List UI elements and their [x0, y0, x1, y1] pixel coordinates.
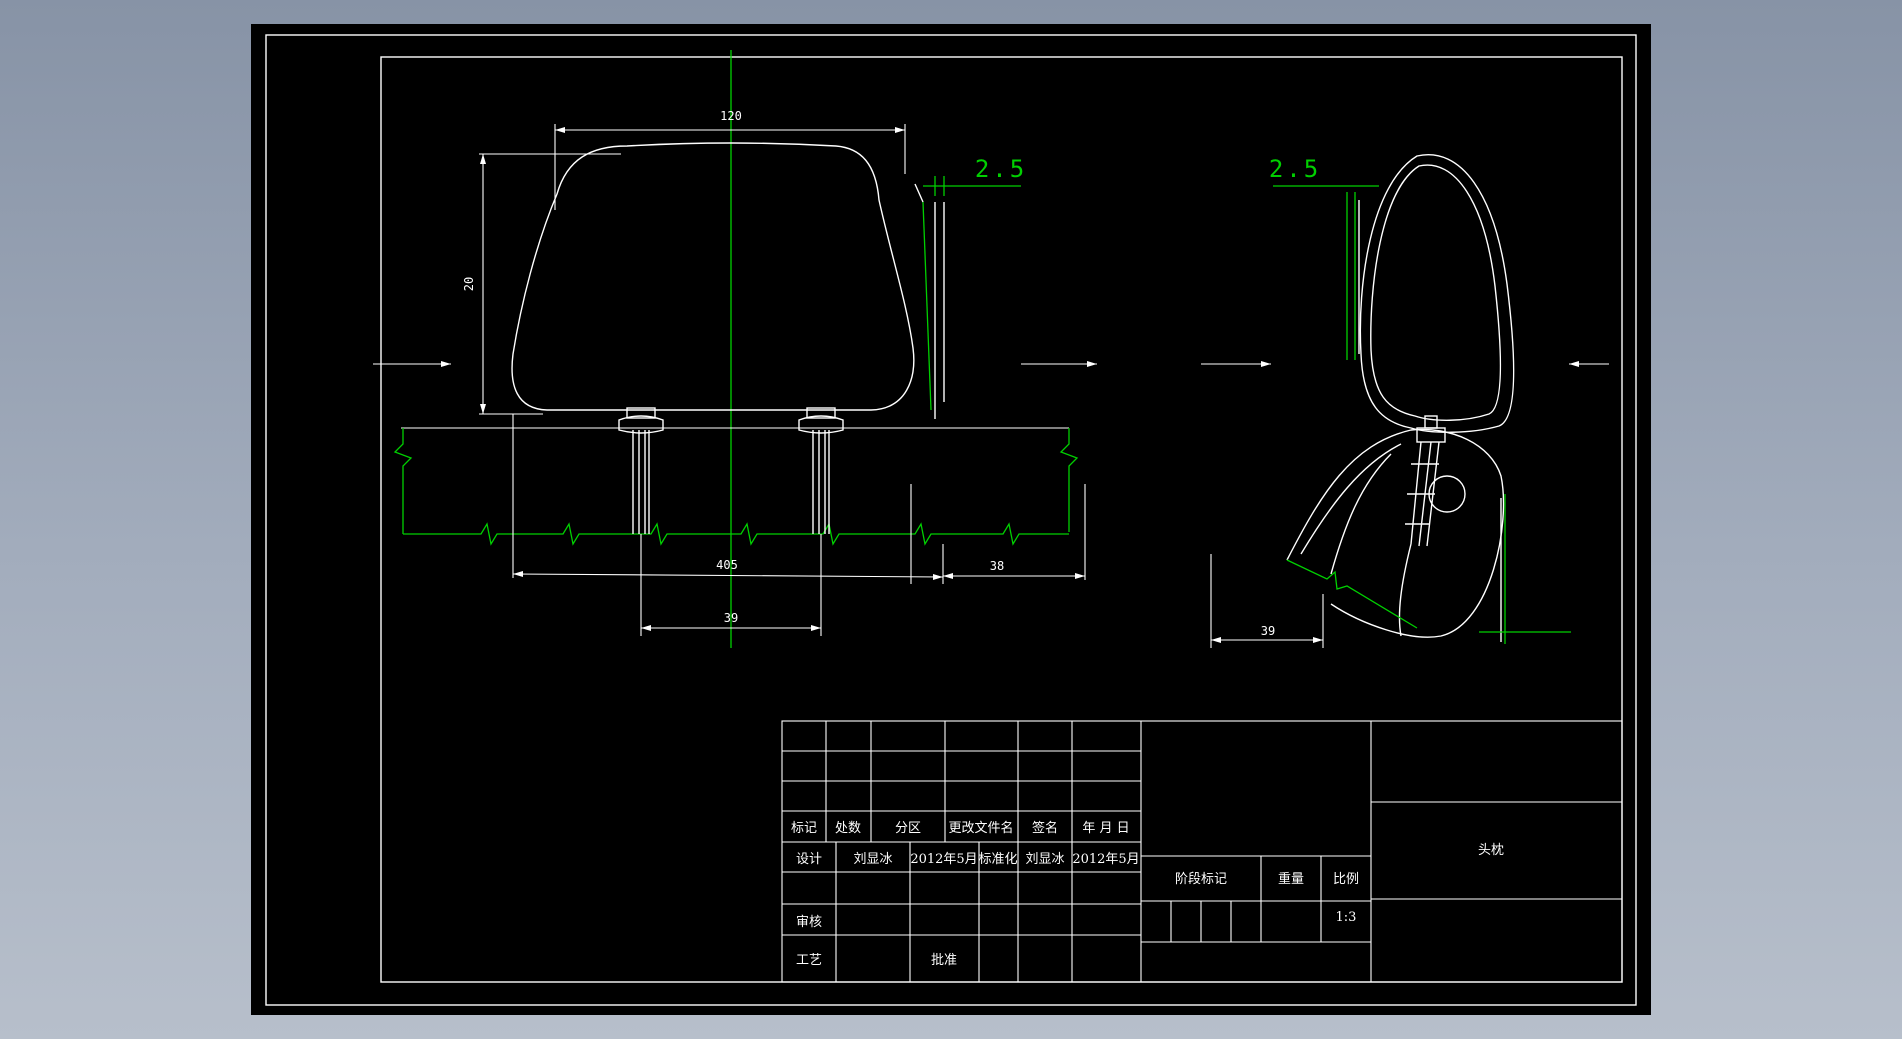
tb-scale-label: 比例 — [1333, 872, 1359, 887]
title-block: 标记 处数 分区 更改文件名 签名 年 月 日 设计 刘显冰 2012年5月 标… — [781, 720, 1623, 983]
tb-zone-header: 分区 — [895, 821, 921, 836]
tb-scale-value: 1:3 — [1336, 910, 1357, 925]
cad-viewport[interactable]: 120 20 2.5 405 — [251, 24, 1651, 1015]
dim-39-side-label: 39 — [1261, 624, 1275, 638]
front-headrest-outline — [511, 142, 915, 411]
tb-change-doc-header: 更改文件名 — [948, 820, 1013, 836]
tb-drawing-name: 头枕 — [1478, 843, 1504, 858]
side-adjust-knob — [1428, 475, 1466, 513]
seat-bottom-break — [403, 522, 1069, 546]
side-seat-back — [1286, 428, 1505, 638]
dim-39-front-label: 39 — [724, 611, 738, 625]
tb-design-date: 2012年5月 — [910, 852, 977, 867]
dim-405-label: 405 — [716, 558, 738, 572]
tb-weight-label: 重量 — [1278, 871, 1304, 887]
tb-mark-header: 标记 — [791, 821, 817, 836]
dim-120-label: 120 — [720, 109, 742, 123]
tb-designer: 刘显冰 — [853, 852, 892, 867]
drawing-sheet: 120 20 2.5 405 — [265, 34, 1637, 1006]
seat-break-right — [1059, 428, 1079, 532]
dim-offset-2-5-front: 2.5 — [923, 155, 1027, 196]
front-right-arrow — [1021, 361, 1097, 367]
dim-38: 38 — [942, 484, 1086, 584]
inner-drawing-frame — [380, 56, 1623, 983]
tb-date-header: 年 月 日 — [1082, 821, 1129, 836]
tb-standardizer: 刘显冰 — [1025, 852, 1064, 867]
outer-sheet-border — [265, 34, 1637, 1006]
dim-39-front: 39 — [640, 534, 822, 636]
tb-review-label: 审核 — [796, 915, 822, 930]
side-view: 2.5 39 — [1201, 154, 1609, 648]
tb-stage-mark-label: 阶段标记 — [1175, 872, 1227, 887]
dim-2-5-side-label: 2.5 — [1269, 155, 1321, 183]
left-post — [618, 407, 664, 534]
tb-standardization-date: 2012年5月 — [1072, 852, 1139, 867]
front-offset-line — [922, 201, 932, 411]
front-view: 120 20 2.5 405 — [373, 50, 1097, 648]
side-left-arrow — [1201, 361, 1271, 367]
dim-height-20: 20 — [462, 153, 621, 415]
dim-offset-2-5-side: 2.5 — [1269, 155, 1379, 187]
tb-signature-header: 签名 — [1032, 820, 1058, 836]
side-seat-break — [1286, 559, 1418, 629]
seat-break-left — [393, 428, 413, 534]
dim-38-label: 38 — [990, 559, 1004, 573]
dim-405: 405 — [512, 414, 944, 584]
side-post-rod — [1405, 441, 1440, 547]
tb-standardization-label: 标准化 — [978, 852, 1017, 867]
tb-design-label: 设计 — [796, 852, 822, 867]
dim-2-5-front-label: 2.5 — [975, 155, 1027, 183]
tb-approve-label: 批准 — [931, 953, 957, 968]
dim-20-label: 20 — [462, 277, 476, 291]
front-left-arrow — [373, 361, 451, 367]
side-headrest-outer — [1359, 154, 1515, 433]
side-right-arrow — [1569, 361, 1609, 367]
right-post — [798, 407, 844, 534]
tb-count-header: 处数 — [835, 821, 861, 836]
dim-width-120: 120 — [554, 109, 906, 210]
tb-process-label: 工艺 — [796, 953, 822, 968]
side-headrest-inner — [1370, 164, 1502, 421]
dim-39-side: 39 — [1210, 554, 1324, 648]
